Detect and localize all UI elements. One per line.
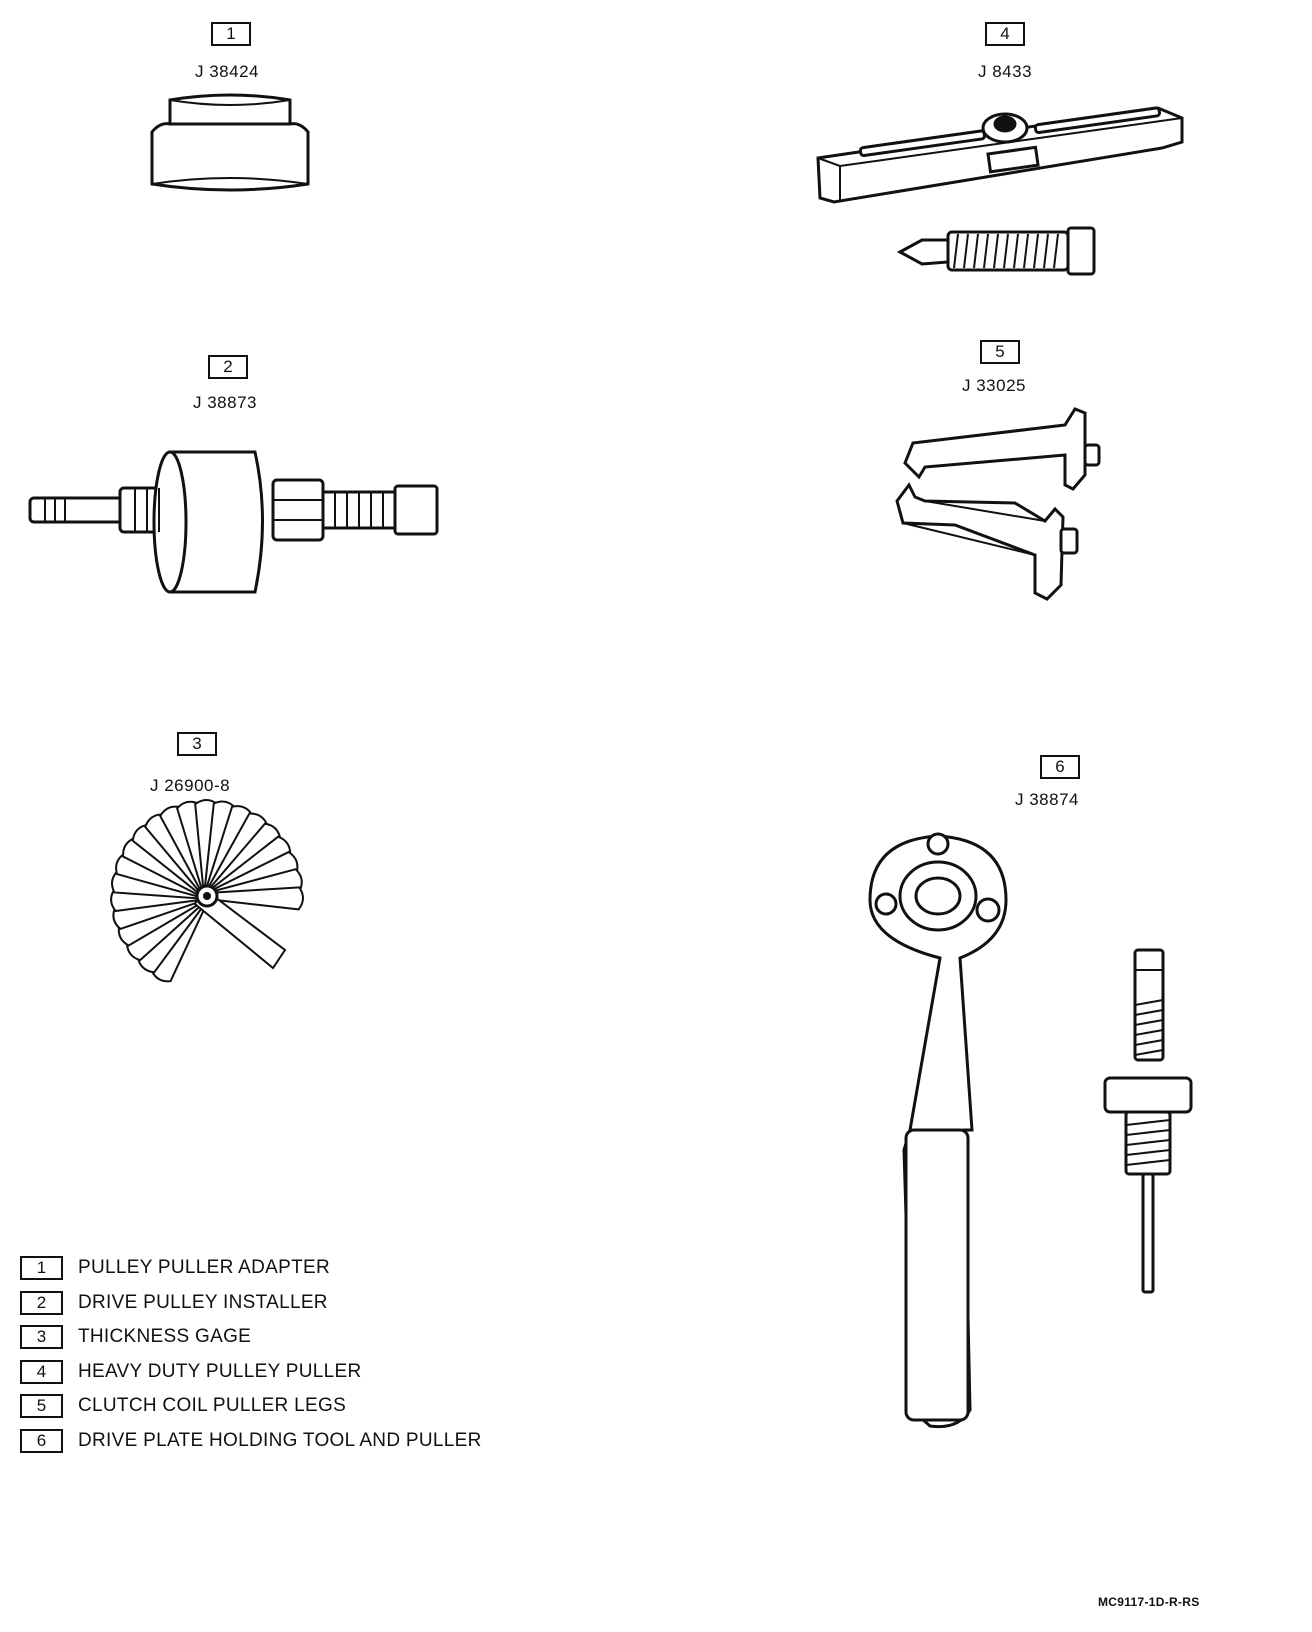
tool-part-number: J 38424 — [195, 62, 259, 81]
drive-pulley-installer-drawing — [28, 450, 439, 594]
tool-part-number: J 8433 — [978, 62, 1033, 81]
tool-number-box: 3 — [177, 732, 217, 756]
tool-number-box: 2 — [208, 355, 248, 379]
tool-part-number: J 38874 — [1015, 790, 1079, 809]
tool-number-box: 1 — [211, 22, 251, 46]
tool-number-box: 5 — [980, 340, 1020, 364]
legend-number-box: 6 — [20, 1428, 63, 1453]
tool-number-box: 6 — [1040, 755, 1080, 779]
legend-label: PULLEY PULLER ADAPTER — [78, 1257, 331, 1278]
pulley-puller-adapter-drawing — [150, 93, 310, 192]
legend-number-box: 1 — [20, 1256, 63, 1280]
tool-part-number: J 26900-8 — [150, 776, 231, 795]
drive-plate-holding-tool-and-puller-drawing — [868, 832, 1193, 1429]
clutch-coil-puller-legs-drawing — [895, 407, 1101, 601]
figure-code: MC9117-1D-R-RS — [1098, 1595, 1200, 1609]
thickness-gage-drawing — [110, 799, 304, 983]
legend-label: DRIVE PULLEY INSTALLER — [78, 1291, 328, 1313]
legend-number-box: 4 — [20, 1359, 63, 1384]
tool-number-box: 4 — [985, 22, 1025, 46]
legend-number-box: 2 — [20, 1290, 63, 1315]
tool-part-number: J 38873 — [193, 393, 257, 412]
legend-label: CLUTCH COIL PULLER LEGS — [78, 1395, 347, 1416]
legend-label: DRIVE PLATE HOLDING TOOL AND PULLER — [78, 1429, 482, 1451]
legend-number-box: 5 — [20, 1394, 63, 1418]
heavy-duty-pulley-puller-drawing — [816, 106, 1184, 276]
gage-leaf — [205, 886, 304, 911]
tool-part-number: J 33025 — [962, 376, 1026, 395]
legend-label: HEAVY DUTY PULLEY PULLER — [78, 1360, 362, 1382]
legend-number-box: 3 — [20, 1325, 63, 1349]
legend-label: THICKNESS GAGE — [78, 1326, 252, 1347]
